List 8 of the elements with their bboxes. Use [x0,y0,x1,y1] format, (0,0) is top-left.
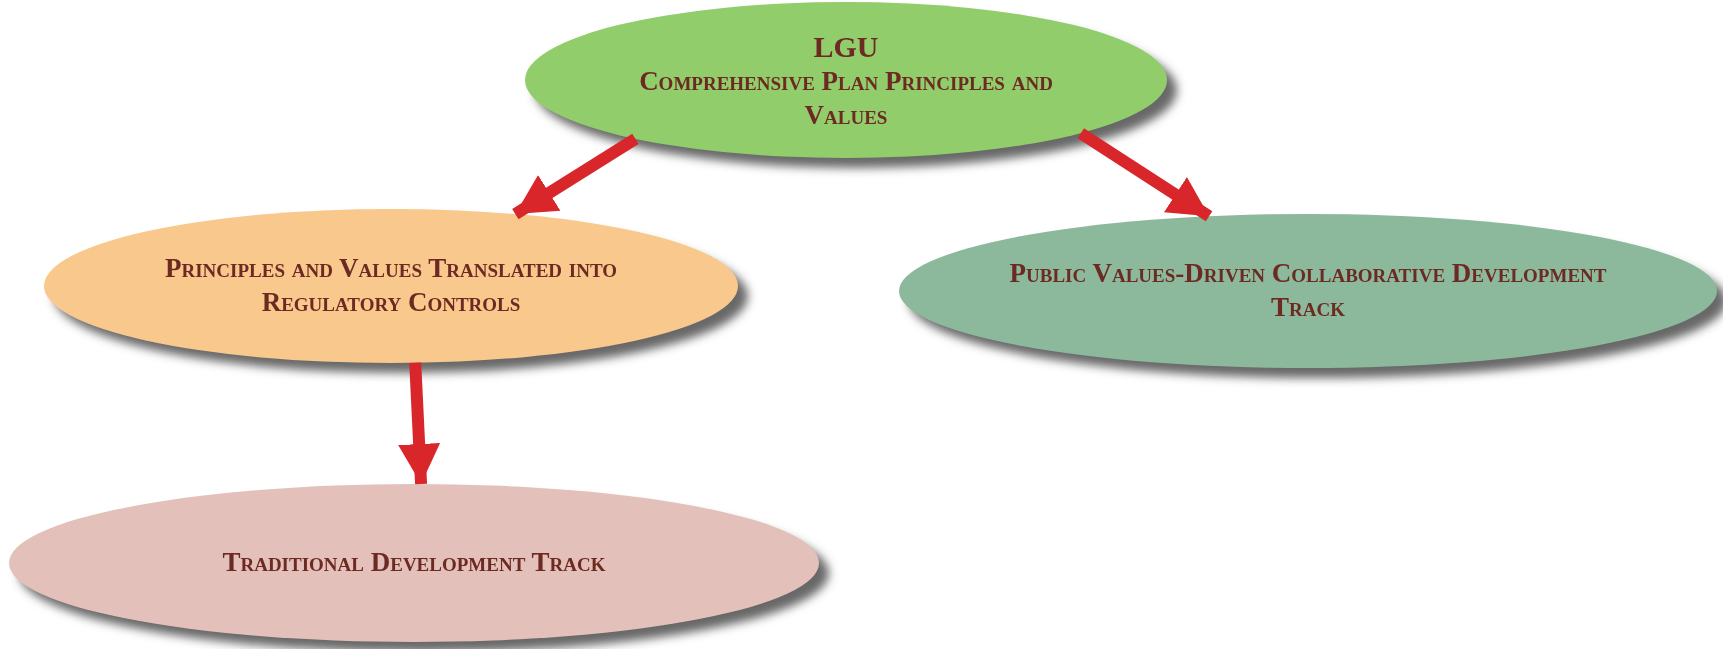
node-label: Principles and Values Translated into Regulatory Controls [164,252,618,319]
node-title: LGU [813,28,879,65]
arrow [512,133,639,220]
node-label: Traditional Development Track [222,546,606,580]
node-label: Public Values-Driven Collaborative Development Track [1008,257,1608,324]
node-label: Comprehensive Plan Principles and Values [638,65,1054,132]
arrow [1077,128,1213,222]
arrow [398,362,441,485]
